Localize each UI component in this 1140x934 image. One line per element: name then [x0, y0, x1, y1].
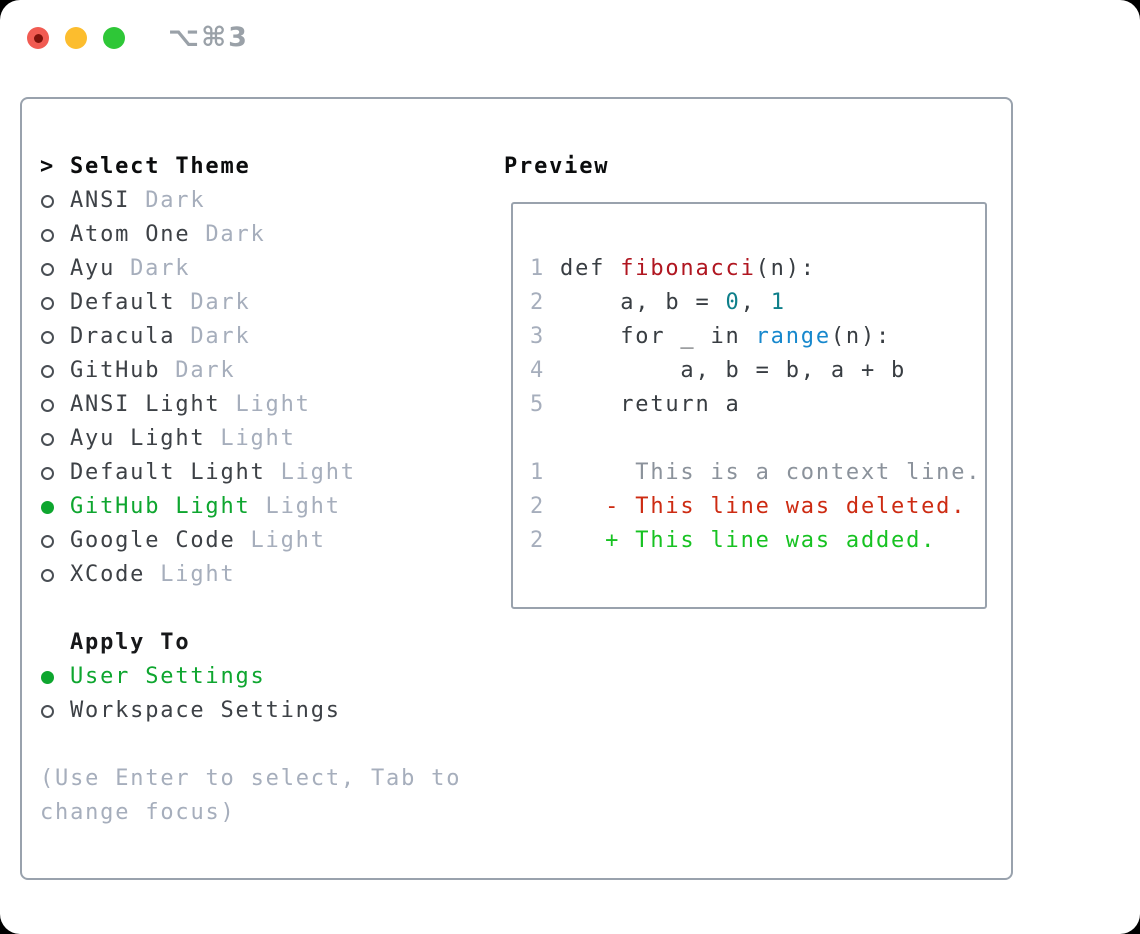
radio-icon — [41, 534, 54, 548]
titlebar: ⌥⌘3 — [0, 0, 1140, 76]
radio-icon — [41, 466, 54, 480]
apply-to-option-user-settings[interactable]: User Settings — [40, 660, 461, 694]
preview-heading: Preview — [504, 154, 610, 179]
radio-icon — [41, 194, 54, 208]
radio-icon — [41, 330, 54, 344]
radio-selected-icon — [41, 670, 54, 684]
hint-line-2: change focus) — [40, 800, 236, 825]
code-line: 3 for _ in range(n): — [530, 324, 892, 349]
select-theme-heading: > Select Theme — [40, 150, 461, 184]
zoom-button[interactable] — [103, 27, 125, 49]
apply-to-option-workspace-settings[interactable]: Workspace Settings — [40, 694, 461, 728]
radio-icon — [41, 568, 54, 582]
close-button[interactable] — [27, 27, 49, 49]
radio-icon — [41, 296, 54, 310]
minimize-button[interactable] — [65, 27, 87, 49]
window-title: ⌥⌘3 — [168, 22, 249, 53]
radio-icon — [41, 398, 54, 412]
select-theme-heading-label: Select Theme — [70, 154, 251, 179]
code-line: 2 a, b = 0, 1 — [530, 290, 786, 315]
radio-icon — [41, 262, 54, 276]
radio-icon — [41, 364, 54, 378]
diff-deleted-line: 2 - This line was deleted. — [530, 494, 967, 519]
radio-icon — [41, 704, 54, 718]
radio-icon — [41, 432, 54, 446]
code-line: 4 a, b = b, a + b — [530, 358, 907, 383]
caret-icon: > — [40, 154, 56, 179]
apply-to-heading: Apply To — [70, 630, 191, 655]
diff-context-line: 1 This is a context line. — [530, 460, 982, 485]
hint-line-1: (Use Enter to select, Tab to — [40, 766, 462, 791]
close-dot-icon — [33, 33, 43, 43]
radio-selected-icon — [41, 500, 54, 514]
code-line: 5 return a — [530, 392, 741, 417]
radio-icon — [41, 228, 54, 242]
blank-line — [530, 422, 985, 456]
diff-added-line: 2 + This line was added. — [530, 528, 937, 553]
